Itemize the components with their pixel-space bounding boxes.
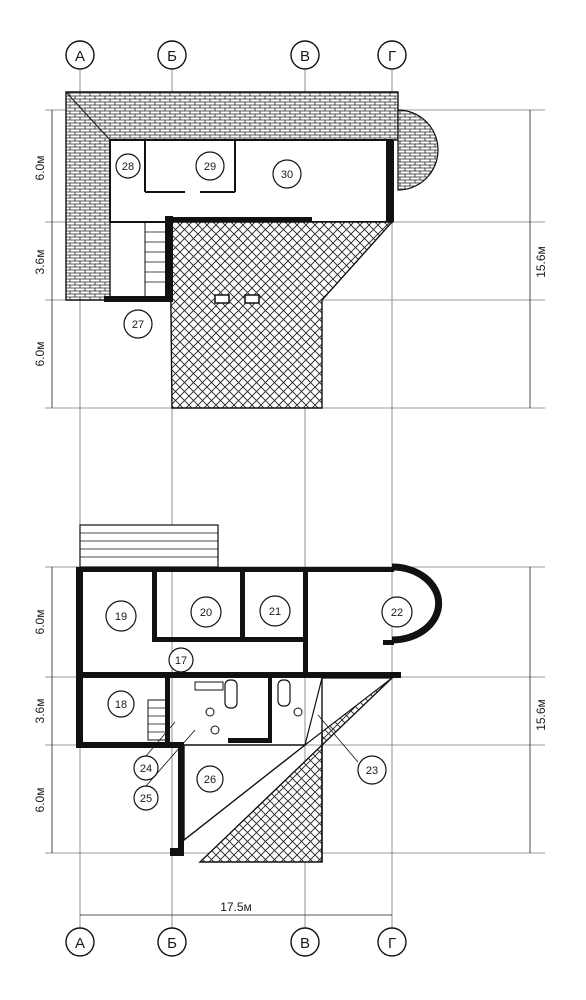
svg-text:Г: Г: [388, 48, 396, 65]
room-20: 20: [190, 596, 222, 628]
upper-terrace: [169, 221, 394, 409]
svg-text:20: 20: [200, 607, 212, 619]
svg-text:24: 24: [140, 763, 152, 775]
room-30: 30: [272, 159, 302, 189]
upper-plan: 28 29 30 27 6.0м 3.6м 6.0м 15.6м: [33, 91, 548, 409]
svg-text:30: 30: [281, 169, 293, 181]
svg-text:19: 19: [115, 611, 127, 623]
svg-text:В: В: [300, 935, 310, 952]
svg-text:А: А: [75, 48, 85, 65]
dim-lower-6m-a: 6.0м: [33, 610, 47, 635]
svg-text:В: В: [300, 48, 310, 65]
room-27: 27: [123, 309, 153, 339]
lower-plan: 19 20 21 22 17 18 24 25: [33, 524, 548, 916]
axis-bubble-g-top: Г: [377, 40, 407, 70]
room-17: 17: [168, 647, 194, 673]
axis-bubble-b-bottom: Б: [157, 927, 187, 957]
room-24: 24: [133, 755, 159, 781]
svg-text:25: 25: [140, 793, 152, 805]
svg-text:17: 17: [175, 655, 187, 667]
axis-bubble-v-top: В: [290, 40, 320, 70]
dim-upper-6m-a: 6.0м: [33, 156, 47, 181]
svg-text:22: 22: [391, 607, 403, 619]
room-21: 21: [259, 595, 291, 627]
room-26: 26: [196, 765, 224, 793]
svg-text:Б: Б: [167, 48, 177, 65]
dim-lower-156m: 15.6м: [534, 699, 548, 731]
room-22: 22: [381, 596, 413, 628]
room-23: 23: [317, 714, 387, 785]
dim-upper-156m: 15.6м: [534, 246, 548, 278]
svg-text:21: 21: [269, 606, 281, 618]
room-18: 18: [107, 690, 135, 718]
round-balcony: [397, 109, 439, 191]
dim-upper-36m: 3.6м: [33, 250, 47, 275]
room-28: 28: [115, 153, 141, 179]
room-19: 19: [105, 600, 137, 632]
svg-text:28: 28: [122, 161, 134, 173]
dim-lower-175m: 17.5м: [220, 900, 252, 914]
axis-bubble-v-bottom: В: [290, 927, 320, 957]
svg-text:26: 26: [204, 774, 216, 786]
axis-bubble-b-top: Б: [157, 40, 187, 70]
room-29: 29: [195, 151, 225, 181]
axis-bubble-a-top: А: [65, 40, 95, 70]
svg-text:18: 18: [115, 699, 127, 711]
dim-lower-6m-b: 6.0м: [33, 788, 47, 813]
svg-text:27: 27: [132, 319, 144, 331]
dim-upper-6m-b: 6.0м: [33, 342, 47, 367]
axis-bubble-a-bottom: А: [65, 927, 95, 957]
svg-text:23: 23: [366, 765, 378, 777]
svg-text:Б: Б: [167, 935, 177, 952]
svg-text:Г: Г: [388, 935, 396, 952]
room-25: 25: [133, 785, 159, 811]
axis-bubble-g-bottom: Г: [377, 927, 407, 957]
svg-text:А: А: [75, 935, 85, 952]
svg-text:29: 29: [204, 161, 216, 173]
dim-lower-36m: 3.6м: [33, 699, 47, 724]
